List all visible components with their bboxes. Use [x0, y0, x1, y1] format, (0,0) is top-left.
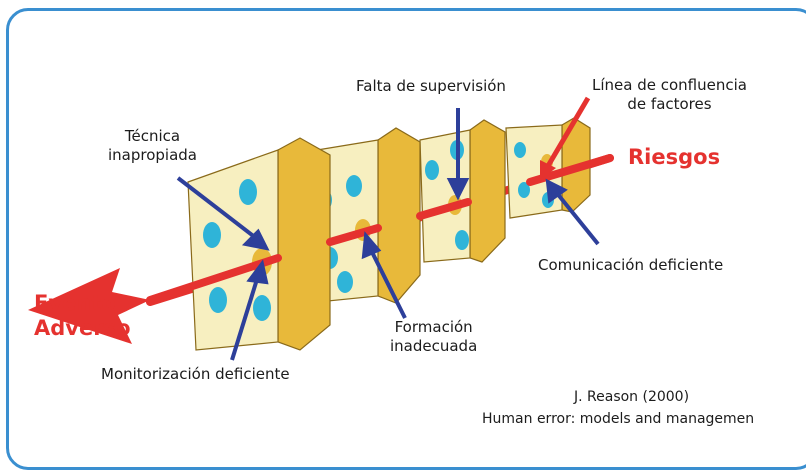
label-linea-confluencia: Línea de confluencia de factores	[592, 76, 747, 114]
label-formacion-inadecuada: Formación inadecuada	[390, 318, 477, 356]
label-tecnica-inapropiada: Técnica inapropiada	[108, 127, 197, 165]
label-monitorizacion-deficiente: Monitorización deficiente	[101, 365, 290, 384]
label-evento-adverso: Evento Adverso	[34, 291, 131, 341]
label-comunicacion-deficiente: Comunicación deficiente	[538, 256, 723, 275]
label-riesgos: Riesgos	[628, 145, 720, 170]
citation-title: Human error: models and managemen	[482, 410, 754, 429]
label-falta-supervision: Falta de supervisión	[356, 77, 506, 96]
citation-author: J. Reason (2000)	[574, 388, 689, 407]
